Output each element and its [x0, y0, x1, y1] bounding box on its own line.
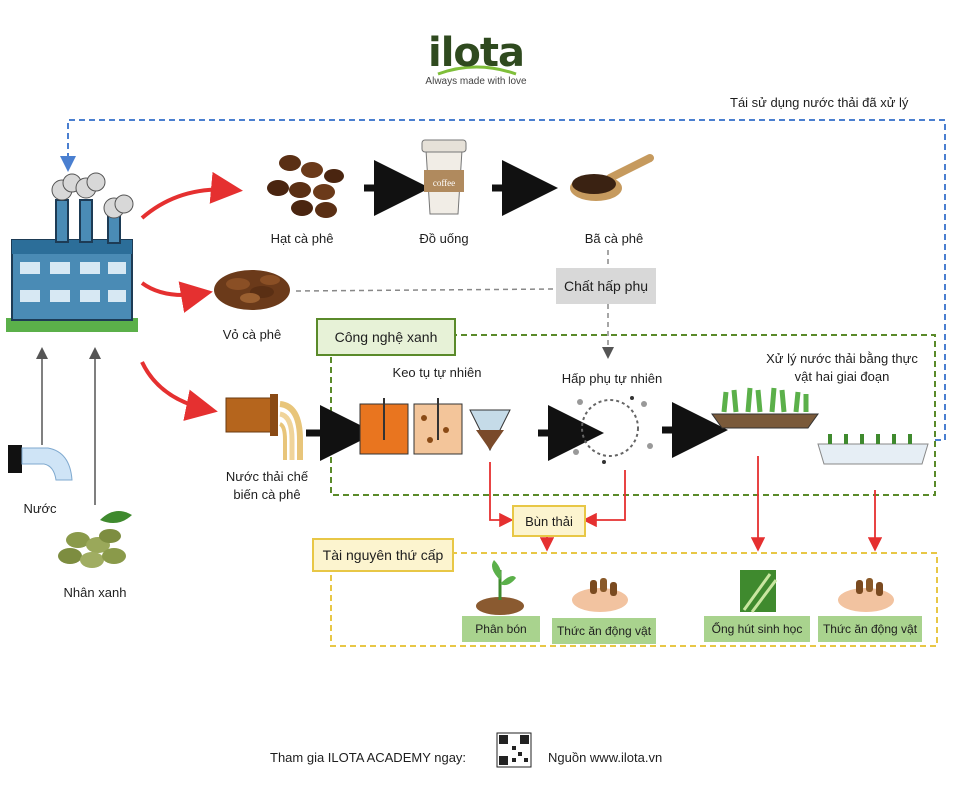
animal-feed-icon-1 [572, 578, 628, 612]
logo: ilota [427, 30, 525, 76]
green-tech-box: Công nghệ xanh [316, 318, 456, 356]
fertilizer-chip: Phân bón [462, 616, 540, 642]
arrow-to-husk [140, 281, 213, 313]
natural-adsorption-label: Hấp phụ tự nhiên [561, 371, 663, 386]
coagulation-tanks-icon [359, 398, 511, 455]
natural-coagulation-label: Keo tụ tự nhiên [392, 365, 482, 380]
husk-to-adsorbent-line [295, 288, 557, 292]
adsorb-to-sludge-arrow [582, 470, 626, 528]
plant-treatment-label-1: Xử lý nước thải bằng thực [766, 351, 918, 366]
reuse-label: Tái sử dụng nước thải đã xử lý [730, 95, 909, 110]
animal-feed-chip-1: Thức ăn động vật [552, 618, 656, 644]
green-tech-region [330, 334, 936, 496]
secondary-resources-box: Tài nguyên thứ cấp [312, 538, 454, 572]
coffee-beans-label: Hạt cà phê [270, 231, 334, 246]
secondary-resources-region [330, 552, 938, 647]
coffee-grounds-icon [570, 154, 654, 201]
logo-arc-icon [437, 65, 517, 76]
animal-feed-icon-2 [838, 578, 894, 612]
coffee-husk-icon [214, 270, 290, 310]
arrow-to-beans [140, 171, 243, 220]
logo-tagline: Always made with love [425, 76, 527, 87]
water-tap-icon [8, 445, 73, 481]
arrow-to-wastewater [140, 361, 218, 421]
green-beans-icon [58, 511, 132, 568]
bio-straw-icon [740, 570, 778, 613]
plant-treatment-stage2-icon [817, 434, 929, 465]
bio-straw-chip: Ống hút sinh học [704, 616, 810, 642]
footer-join-text: Tham gia ILOTA ACADEMY ngay: [270, 750, 467, 765]
factory-icon [6, 172, 138, 332]
wastewater-label-1: Nước thải chế [225, 469, 309, 484]
coffee-cup-icon [421, 139, 467, 215]
coffee-beans-icon [267, 155, 344, 218]
coag-to-sludge-arrow [489, 462, 514, 528]
sludge-box: Bùn thải [512, 505, 586, 537]
reuse-loop-line [60, 119, 946, 441]
plant-treatment-stage1-icon [711, 387, 819, 429]
green-beans-label: Nhân xanh [63, 585, 127, 600]
wastewater-label-2: biến cà phê [233, 487, 301, 502]
qr-code-icon [496, 732, 532, 768]
footer-source-link[interactable]: Nguồn www.ilota.vn [548, 750, 663, 765]
coffee-husk-label: Vỏ cà phê [222, 327, 282, 342]
coffee-grounds-label: Bã cà phê [584, 231, 644, 246]
animal-feed-chip-2: Thức ăn động vật [818, 616, 922, 642]
adsorbent-box: Chất hấp phụ [556, 268, 656, 304]
drink-label: Đồ uống [419, 231, 469, 246]
wastewater-pipe-icon [225, 394, 303, 460]
cup-text: coffee [433, 178, 455, 188]
adsorption-particle-icon [573, 396, 653, 464]
fertilizer-icon [476, 560, 524, 615]
water-label: Nước [23, 501, 57, 516]
plant-treatment-label-2: vật hai giai đoạn [794, 369, 890, 384]
